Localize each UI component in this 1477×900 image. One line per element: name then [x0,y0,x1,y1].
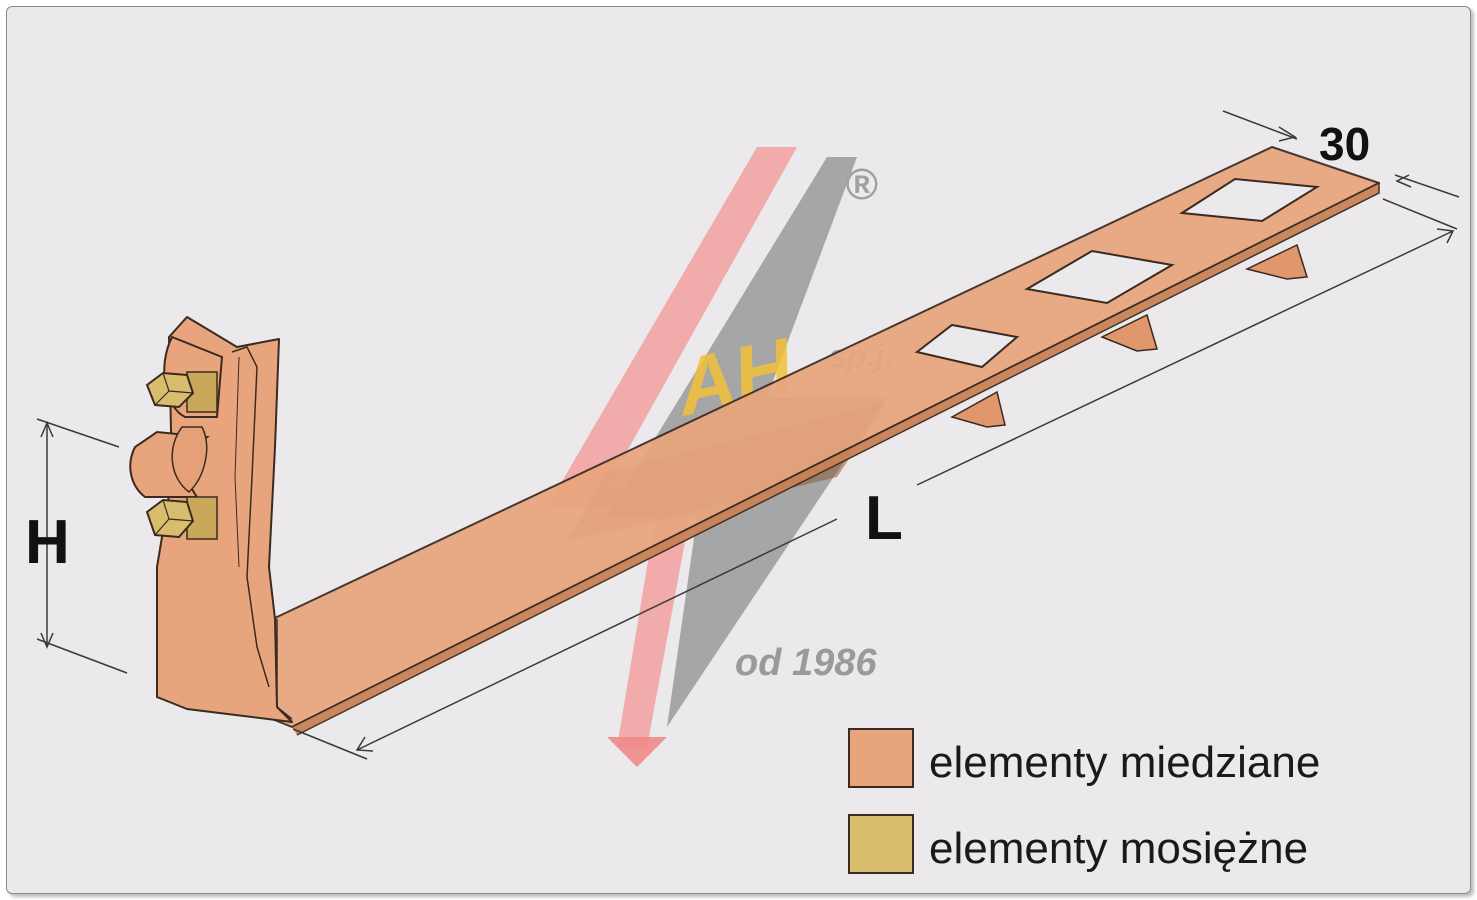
arm-slot-2 [1024,249,1175,305]
length-label: L [865,484,903,553]
height-label: H [25,508,70,577]
width-label: 30 [1319,118,1370,170]
legend-label-brass: elementy mosiężne [929,824,1308,873]
dimension-length [292,198,1458,760]
brass-bolt-upper [145,371,218,413]
arm-slot-1 [1179,177,1321,223]
watermark-red-bolt [547,147,797,747]
arm-rib-2 [1100,313,1158,352]
copper-bracket [129,146,1380,736]
diagram-frame: AH ® sp.j. od 1986 [6,6,1471,894]
brass-bolt-lower [145,496,218,540]
legend-label-copper: elementy miedziane [929,738,1320,787]
arm-rib-1 [1244,243,1308,280]
legend-swatch-copper [848,728,914,788]
legend: elementy miedziane elementy mosiężne [848,728,1320,874]
registered-trademark-icon: ® [845,160,878,209]
arm-rib-3 [950,390,1006,428]
watermark-since-text: od 1986 [735,642,877,684]
bracket-arm-edge [291,181,1380,736]
arm-slot-3 [914,323,1020,369]
bracket-diagram: AH ® sp.j. od 1986 [25,110,1460,874]
watermark-red-arrow [607,737,667,767]
dimension-height [36,418,128,674]
legend-swatch-brass [848,814,914,874]
dimension-width [1222,110,1460,198]
bracket-arm [156,146,1380,728]
